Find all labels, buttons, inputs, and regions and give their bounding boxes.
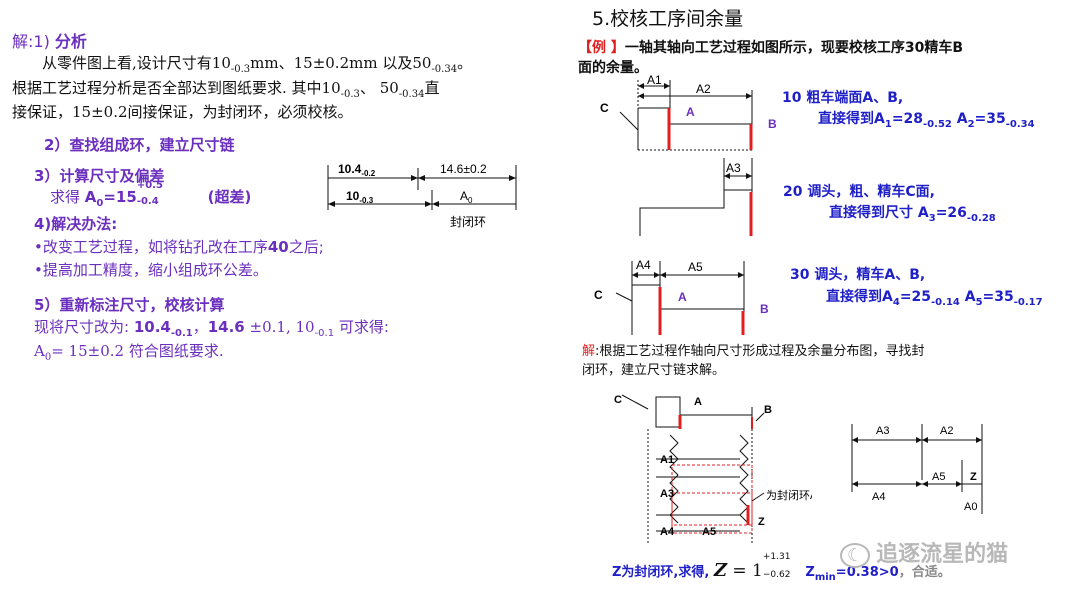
diagram-label-B: B — [764, 404, 772, 416]
step-3-result: 求得 A0=15+0.5-0.4 (超差) — [50, 180, 252, 209]
diagram-closed-ring-label: 为封闭环A0 — [766, 488, 812, 504]
step-4-heading: 4)解决办法: — [34, 215, 118, 233]
op10-line-1: 10 粗车端面A、B, — [782, 90, 904, 106]
step-2-heading: 2）查找组成环，建立尺寸链 — [44, 136, 235, 154]
example-line-1: 【例 】一轴其轴向工艺过程如图所示，现要校核工序30精车B — [578, 40, 964, 56]
diagram-label-A3: A3 — [660, 488, 674, 500]
step-3-heading: 3）计算尺寸及偏差 — [34, 167, 165, 185]
label-A-2: A — [678, 290, 687, 304]
dimension-chain-diagram-1: 10.4-0.2 14.6±0.2 10-0.3 A0 封闭环 — [327, 162, 517, 229]
cat-logo-icon: ☾ — [840, 543, 871, 568]
diagram-label-A4: A4 — [660, 526, 675, 538]
chain2-label-Z: Z — [970, 471, 977, 483]
label-A5: A5 — [688, 260, 703, 274]
analysis-line-3: 接保证，15±0.2间接保证，为封闭环，必须校核。 — [12, 103, 353, 121]
solution-line-1: 解:根据工艺过程作轴向尺寸形成过程及余量分布图，寻找封 — [582, 344, 925, 359]
step-5-heading: 5）重新标注尺寸，校核计算 — [34, 296, 225, 314]
solution-line-2: 闭环，建立尺寸链求解。 — [582, 363, 726, 378]
chain2-label-A2: A2 — [940, 425, 953, 437]
op10-line-2: 直接得到A1=28-0.52 A2=35-0.34 — [818, 111, 1035, 130]
solution-bullet-2: •提高加工精度，缩小组成环公差。 — [34, 261, 268, 279]
chain1-closed-ring-label: 封闭环 — [450, 215, 486, 229]
step-5-line-2: A0= 15±0.2 符合图纸要求. — [34, 342, 224, 363]
chain2-label-A3: A3 — [876, 425, 889, 437]
chain1-dim4: A0 — [460, 189, 473, 205]
chain2-label-A4: A4 — [872, 491, 885, 503]
diagram-label-A5: A5 — [702, 526, 716, 538]
operation-30-sketch: A4 A5 C A B — [594, 258, 769, 335]
chain1-dim2: 14.6±0.2 — [440, 162, 487, 176]
operation-10-sketch: A1 A2 C A B — [600, 73, 777, 151]
chain2-label-A5: A5 — [932, 471, 945, 483]
operation-20-sketch: A3 — [639, 158, 753, 236]
label-B: B — [768, 117, 777, 131]
label-C-2: C — [594, 288, 603, 302]
op30-line-2: 直接得到A4=25-0.14 A5=35-0.17 — [826, 289, 1043, 308]
section-title: 5.校核工序间余量 — [592, 8, 744, 30]
chain1-dim1: 10.4-0.2 — [338, 162, 376, 178]
label-A2: A2 — [696, 82, 711, 96]
bottom-result-line: Z为封闭环,求得, Z = 1+1.31−0.62 Zmin=0.38>0，合适… — [612, 552, 951, 583]
diagram-label-Z: Z — [758, 516, 765, 528]
label-A: A — [686, 105, 695, 119]
diagram-label-A1: A1 — [660, 454, 674, 466]
op20-line-2: 直接得到尺寸 A3=26-0.28 — [829, 205, 996, 224]
allowance-distribution-diagram: C A B A1 A3 A4 A5 Z 为封闭环A0 — [614, 394, 812, 545]
analysis-line-2: 根据工艺过程分析是否全部达到图纸要求. 其中10-0.3、 50-0.34直 — [12, 79, 440, 100]
dimension-chain-diagram-2: A3 A2 A4 A5 Z A0 — [851, 424, 983, 514]
watermark-brand: ☾追逐流星的猫 — [840, 536, 1008, 568]
label-A3: A3 — [726, 161, 741, 175]
solution-heading: 解:1) 分析 — [12, 32, 87, 51]
chain2-label-A0: A0 — [964, 501, 977, 513]
diagram-label-A: A — [694, 396, 702, 408]
chain1-dim3: 10-0.3 — [346, 189, 374, 205]
label-A1: A1 — [647, 73, 662, 87]
diagram-label-C: C — [614, 394, 622, 406]
step-5-line-1: 现将尺寸改为: 10.4-0.1，14.6 ±0.1, 10-0.1 可求得: — [34, 318, 389, 339]
op30-line-1: 30 调头，精车A、B, — [790, 267, 926, 283]
analysis-line-1: 从零件图上看,设计尺寸有10-0.3mm、15±0.2mm 以及50-0.34。 — [42, 54, 473, 75]
example-line-2: 面的余量。 — [578, 60, 648, 76]
label-B-2: B — [760, 302, 769, 316]
solution-bullet-1: •改变工艺过程，如将钻孔改在工序40之后; — [34, 238, 324, 256]
label-C: C — [600, 101, 609, 115]
label-A4: A4 — [636, 258, 651, 272]
op20-line-1: 20 调头，粗、精车C面, — [783, 184, 935, 200]
